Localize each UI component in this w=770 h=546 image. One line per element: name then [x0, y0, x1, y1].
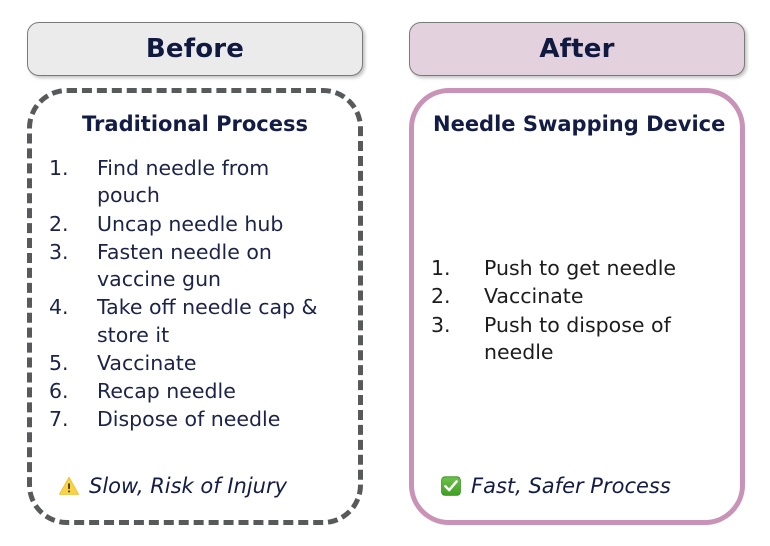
step-item: 6. Recap needle [49, 378, 349, 405]
header-pill-before: Before [27, 22, 363, 76]
footnote-before: Slow, Risk of Injury [58, 474, 287, 498]
card-after: Needle Swapping Device 1. Push to get nee… [409, 88, 745, 525]
step-number: 5. [49, 350, 69, 375]
step-item: 3. Fasten needle on vaccine gun [49, 239, 349, 294]
footnote-after: Fast, Safer Process [440, 474, 671, 498]
step-item: 5. Vaccinate [49, 350, 349, 377]
header-label-before: Before [145, 34, 245, 64]
step-text: Recap needle [97, 379, 236, 403]
warning-triangle-icon [58, 475, 80, 497]
steps-list-after: 1. Push to get needle 2. Vaccinate 3. Push to… [431, 255, 731, 367]
steps-list-before: 1. Find needle from pouch 2. Uncap needle h… [49, 155, 349, 435]
step-number: 3. [431, 312, 451, 337]
card-title-before: Traditional Process [82, 112, 308, 136]
step-item: 4. Take off needle cap & store it [49, 294, 349, 349]
step-number: 1. [431, 256, 451, 280]
green-check-icon [440, 475, 462, 497]
step-item: 7. Dispose of needle [49, 406, 349, 433]
step-number: 3. [49, 239, 69, 264]
footnote-label-before: Slow, Risk of Injury [89, 474, 288, 498]
step-text: Dispose of needle [97, 407, 281, 432]
step-item: 3. Push to dispose of needle [431, 312, 731, 367]
step-text: Fasten needle on vaccine gun [97, 239, 272, 291]
step-item: 1. Push to get needle [431, 255, 731, 282]
step-number: 4. [49, 295, 69, 320]
step-text: Uncap needle hub [97, 211, 284, 236]
footnote-label-after: Fast, Safer Process [471, 474, 671, 498]
step-number: 2. [49, 211, 69, 236]
step-number: 1. [49, 156, 69, 180]
step-text: Take off needle cap & store it [97, 295, 318, 347]
header-label-after: After [539, 34, 615, 64]
step-item: 1. Find needle from pouch [49, 155, 349, 210]
step-text: Find needle from pouch [97, 156, 270, 208]
step-text: Push to dispose of needle [484, 312, 671, 364]
step-text: Vaccinate [97, 350, 197, 375]
step-item: 2. Uncap needle hub [49, 211, 349, 238]
step-number: 2. [431, 284, 451, 309]
step-item: 2. Vaccinate [431, 283, 731, 310]
step-number: 6. [49, 379, 69, 403]
card-title-after: Needle Swapping Device [433, 112, 726, 136]
step-number: 7. [49, 407, 69, 432]
header-pill-after: After [409, 22, 745, 76]
step-text: Push to get needle [484, 256, 676, 280]
step-text: Vaccinate [484, 284, 584, 309]
card-before: Traditional Process 1. Find needle from p… [27, 88, 363, 525]
